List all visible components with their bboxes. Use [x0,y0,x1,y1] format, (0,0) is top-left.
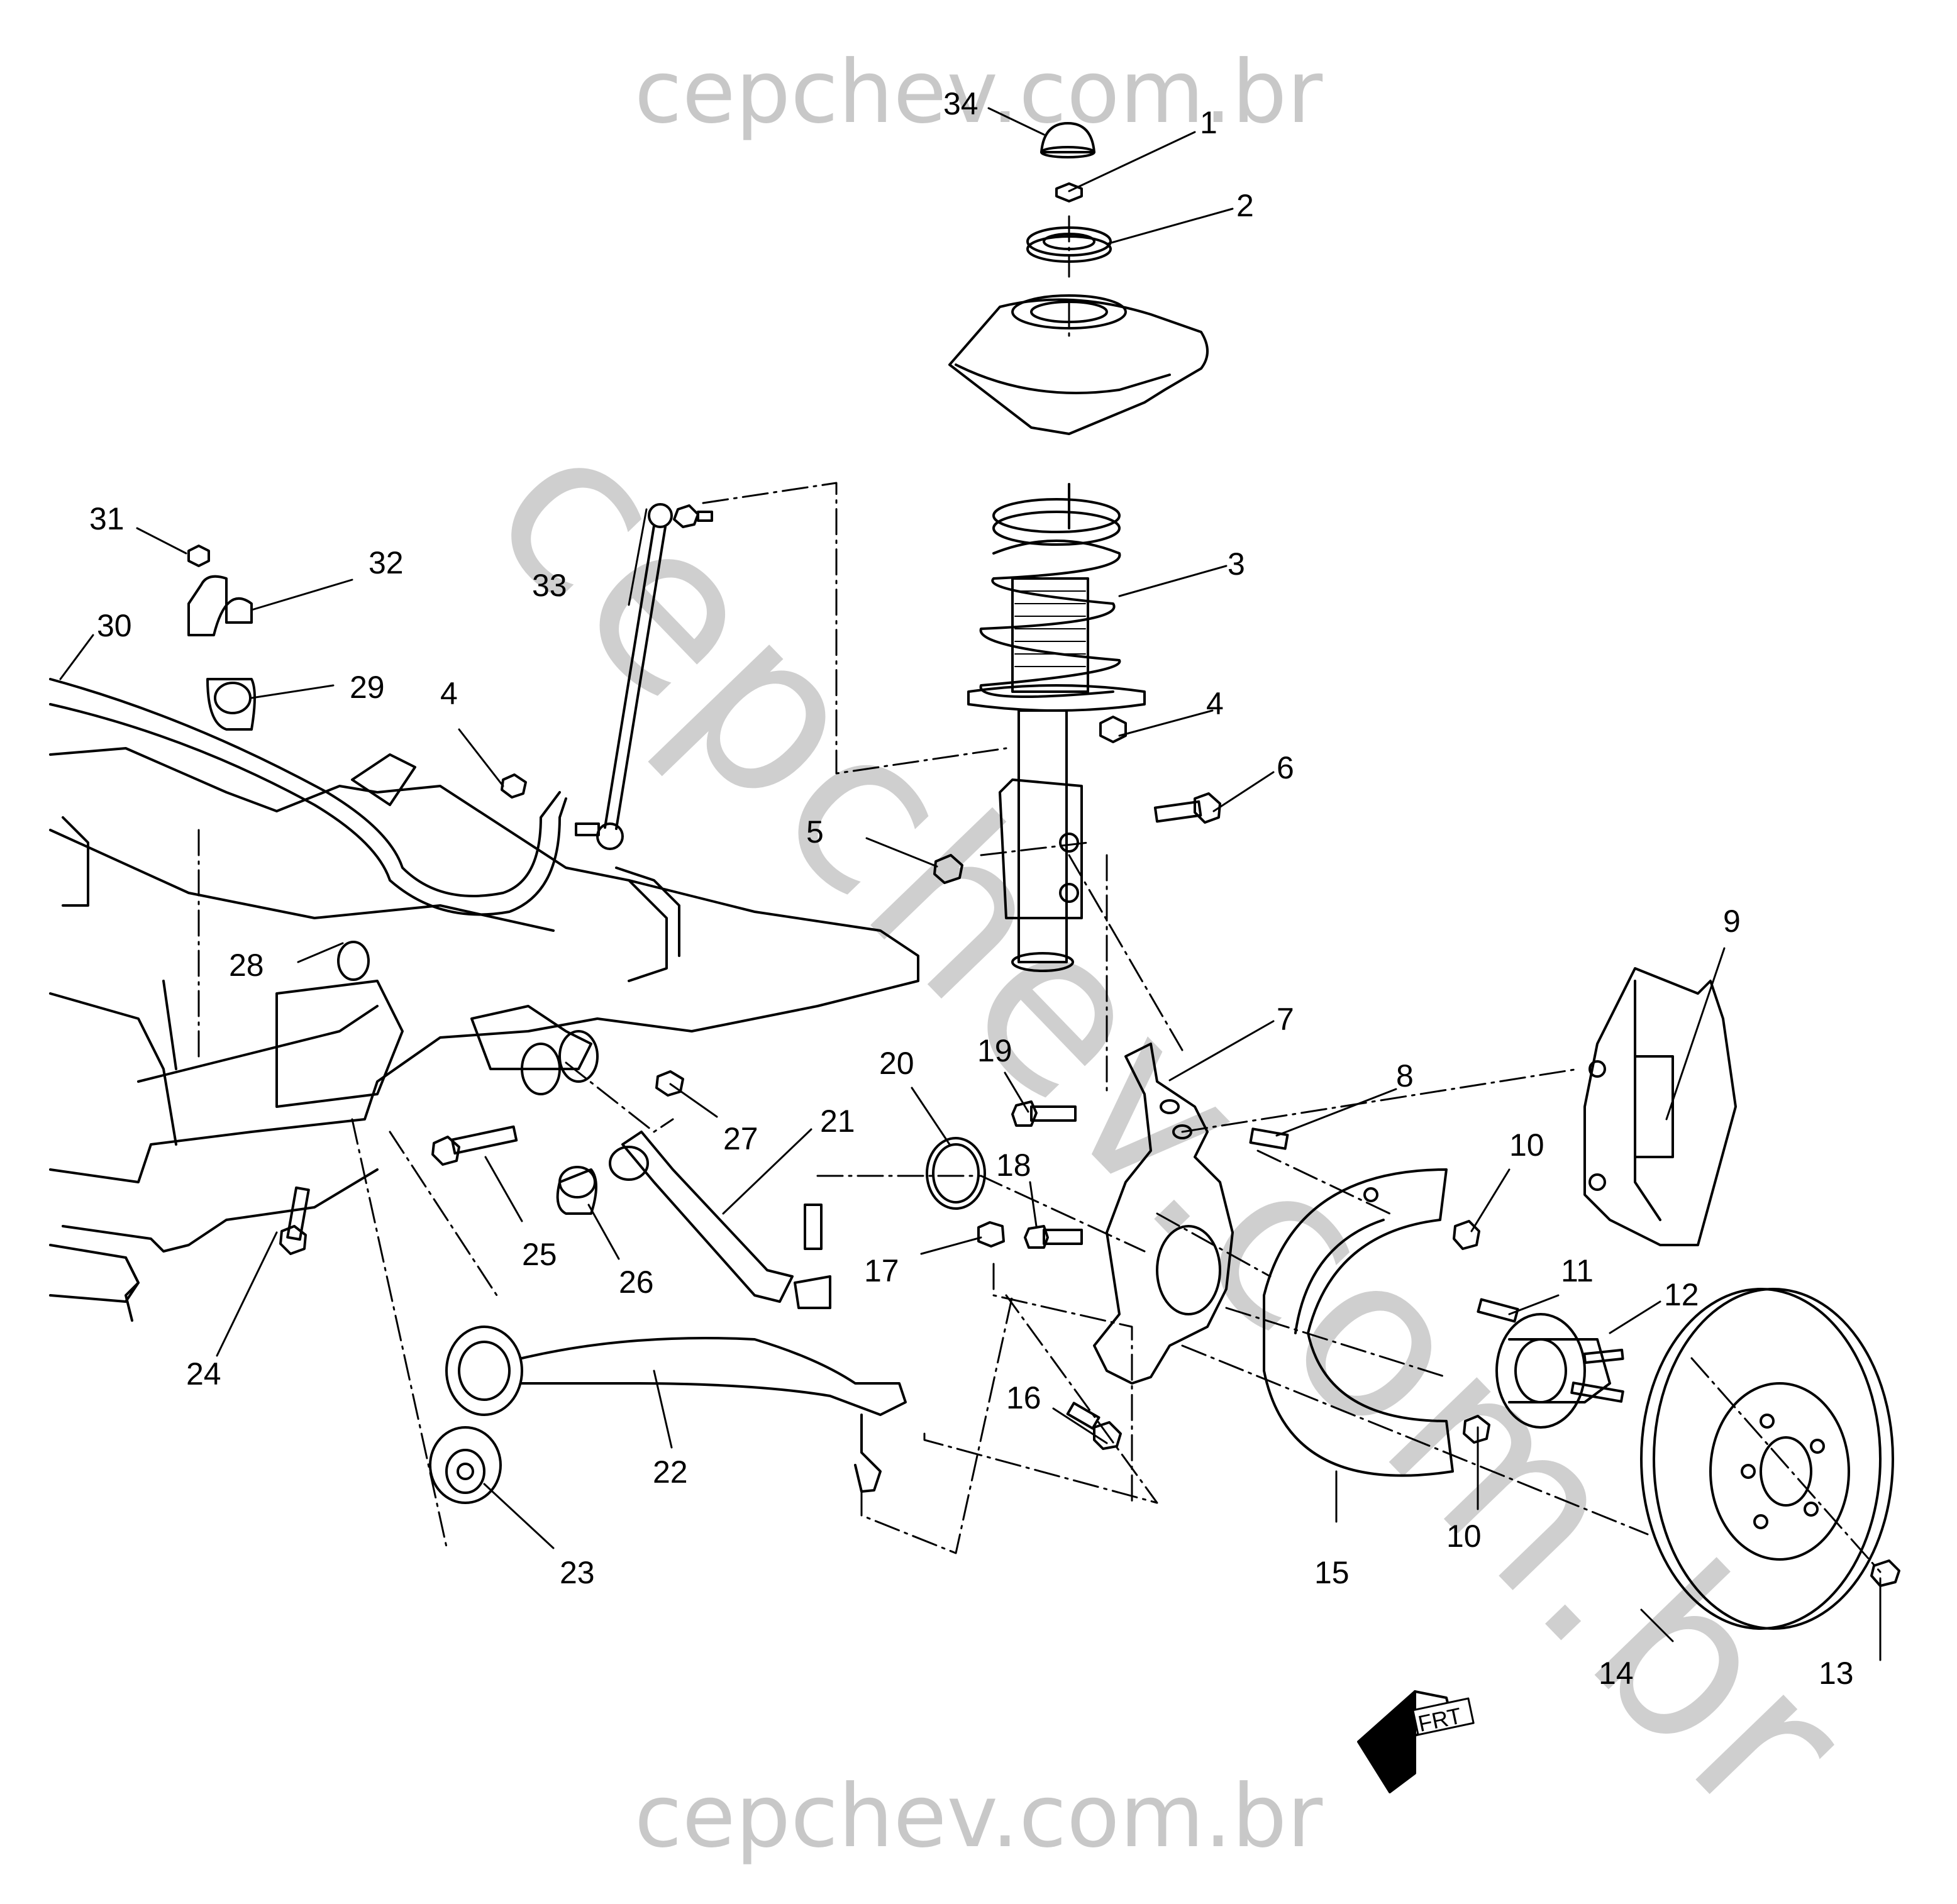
callout-27: 27 [723,1121,758,1156]
callout-14: 14 [1599,1656,1634,1691]
callout-31: 31 [89,501,125,536]
callout-23: 23 [560,1555,595,1590]
nut-5 [933,854,963,884]
callout-5: 5 [806,814,824,850]
bushing-26 [556,1166,597,1215]
callout-30: 30 [97,608,132,643]
strut-bearing [1026,226,1112,263]
callout-16: 16 [1006,1380,1041,1415]
watermark-bottom: cepchev.com.br [634,1766,1323,1867]
screw-13 [1870,1559,1900,1587]
bolt-18 [1024,1225,1083,1249]
watermark-top: cepchev.com.br [634,42,1323,143]
lower-arm-bushing [429,1426,502,1504]
callout-17: 17 [864,1253,899,1288]
bolt-6 [1153,792,1221,824]
stabilizer-link [575,503,713,850]
callout-13: 13 [1819,1656,1854,1691]
callout-19: 19 [977,1033,1012,1068]
bolt-16 [1066,1402,1122,1450]
callout-1: 1 [1200,105,1217,140]
front-arrow-icon: FRT [1357,1690,1475,1793]
nut-27 [655,1070,684,1097]
callout-4-lower: 4 [440,676,458,711]
snap-ring-20 [926,1137,986,1210]
brake-rotor [1640,1288,1894,1630]
callout-33: 33 [532,568,567,603]
callout-11: 11 [1561,1253,1594,1288]
nut-4-lower [501,773,527,799]
bolt-24 [279,1186,310,1255]
stabilizer-bushing-29 [206,678,256,731]
callout-34: 34 [943,86,978,121]
callout-7: 7 [1277,1002,1294,1037]
callout-21: 21 [820,1104,855,1139]
bolt-25 [431,1125,518,1166]
callout-20: 20 [879,1046,914,1081]
bolt-8 [1249,1127,1289,1150]
alignment-lines [197,215,1882,1573]
lower-control-arm [445,1326,907,1493]
callout-22: 22 [653,1454,688,1490]
callout-12: 12 [1664,1277,1699,1312]
nut-17 [977,1221,1005,1248]
front-crossmember [49,747,919,1322]
callout-6: 6 [1277,750,1294,785]
bolt-10-upper [1453,1220,1480,1250]
bolt-10-lower [1463,1415,1490,1444]
callout-3: 3 [1228,546,1245,582]
stabilizer-bracket-32 [187,575,253,636]
bushing-28 [337,941,370,981]
callout-10-upper: 10 [1509,1127,1544,1163]
callout-4-upper: 4 [1206,686,1224,721]
nut-31 [187,545,210,567]
strut-cap [1040,122,1095,158]
brake-caliper [1583,967,1737,1246]
callout-29: 29 [350,670,385,705]
callout-24: 24 [186,1356,221,1392]
callout-32: 32 [369,545,404,580]
callout-10-lower: 10 [1446,1519,1482,1554]
callout-2: 2 [1236,188,1254,223]
callout-26: 26 [619,1265,654,1300]
control-arm-21 [609,1131,831,1309]
brake-splash-shield [1263,1168,1454,1477]
callout-15: 15 [1314,1555,1350,1590]
stud-11 [1477,1298,1519,1323]
wheel-hub [1495,1313,1624,1429]
callout-9: 9 [1723,904,1741,939]
callout-28: 28 [229,948,264,983]
callout-8: 8 [1396,1058,1414,1093]
nut-4-upper [1099,716,1127,743]
stabilizer-bar [49,678,567,916]
strut-nut [1055,182,1083,202]
coil-spring-strut [967,483,1146,972]
callout-25: 25 [522,1237,557,1272]
bolt-19 [1011,1100,1077,1127]
strut-upper-mount [948,294,1209,435]
steering-knuckle [1093,1043,1234,1385]
callout-18: 18 [996,1148,1031,1183]
